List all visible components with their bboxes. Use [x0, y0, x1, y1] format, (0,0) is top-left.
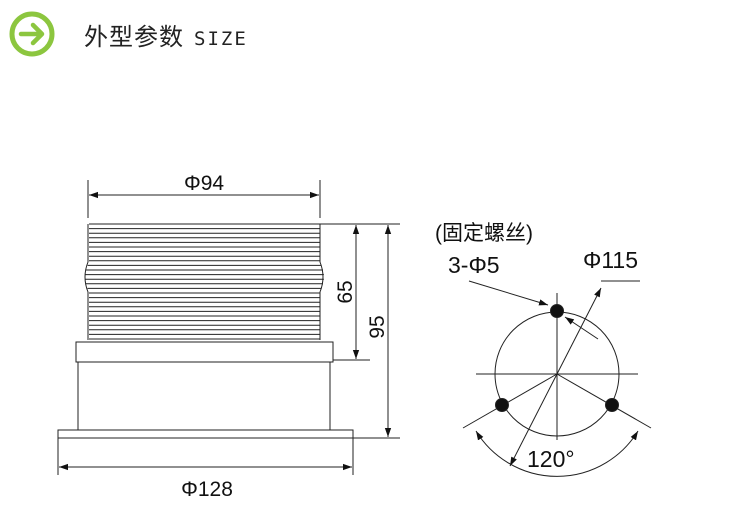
base: [57, 429, 354, 439]
hole-left: [495, 398, 509, 412]
angle-label: 120°: [527, 446, 575, 472]
side-view: [57, 180, 400, 475]
title-chinese: 外型参数: [84, 22, 184, 51]
angle-arc: [475, 430, 639, 477]
lens-outline: [84, 224, 89, 340]
collar: [75, 341, 334, 363]
total-height-label: 95: [366, 315, 389, 338]
section-header: 外型参数 SIZE: [8, 10, 248, 58]
holes-label: 3-Φ5: [448, 252, 500, 278]
lens-height-label: 65: [334, 280, 357, 303]
top-diameter-label: Φ94: [184, 172, 224, 195]
fixing-screw-note: (固定螺丝): [435, 222, 533, 245]
pitch-diameter-label: Φ115: [583, 247, 638, 273]
bottom-diameter-label: Φ128: [181, 478, 233, 501]
lens-outline: [319, 224, 324, 340]
hole-top: [550, 304, 564, 318]
lens-threads: [84, 223, 324, 340]
title-english: SIZE: [194, 27, 248, 50]
arrow-right-circle-icon: [9, 11, 55, 57]
mount-view: [462, 280, 652, 477]
hole-right: [605, 398, 619, 412]
section-title: 外型参数 SIZE: [84, 17, 248, 52]
